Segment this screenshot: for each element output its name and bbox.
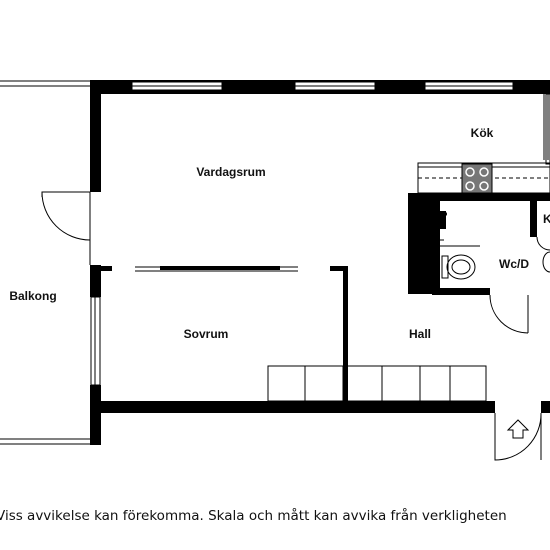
entrance-door	[494, 412, 542, 461]
wall-left-lower	[90, 385, 101, 445]
windows	[90, 81, 514, 386]
sink-icon	[542, 251, 550, 273]
wall-left-middle	[90, 265, 101, 297]
closet-sliding-door	[135, 266, 298, 272]
toilet-icon	[441, 254, 476, 280]
wall-bottom	[100, 401, 495, 413]
bath-fixture	[440, 211, 446, 229]
wall-bathroom-bottom	[432, 288, 490, 295]
disclaimer-text: Viss avvikelse kan förekomma. Skala och …	[0, 507, 507, 524]
entrance-arrow-icon	[506, 419, 530, 439]
right-frame	[543, 94, 549, 160]
room-label-wcd: Wc/D	[499, 257, 529, 271]
wall-bathroom-divider	[530, 201, 537, 237]
wall-sovrum-top-right	[330, 266, 348, 271]
door-swing-icon	[41, 191, 91, 265]
wall-sovrum-top-left	[100, 266, 112, 271]
room-label-k: K	[543, 212, 550, 226]
wall-bathroom-left	[408, 196, 440, 294]
kitchen-counter	[417, 93, 550, 194]
room-label-vardagsrum: Vardagsrum	[196, 165, 265, 179]
room-label-kok: Kök	[471, 126, 494, 140]
room-label-sovrum: Sovrum	[184, 327, 229, 341]
wall-bottom-right	[541, 401, 550, 413]
hall-wardrobe	[267, 365, 487, 402]
bathroom	[440, 211, 550, 334]
wall-sovrum-right	[343, 266, 348, 402]
closet-door-panel	[160, 266, 280, 270]
balcony	[0, 80, 95, 445]
wall-bathroom-top	[408, 193, 550, 201]
room-label-balkong: Balkong	[9, 289, 56, 303]
door-swing-icon	[489, 294, 529, 334]
wall-left-upper	[90, 80, 101, 192]
stove-icon	[461, 163, 493, 194]
room-label-hall: Hall	[409, 327, 431, 341]
